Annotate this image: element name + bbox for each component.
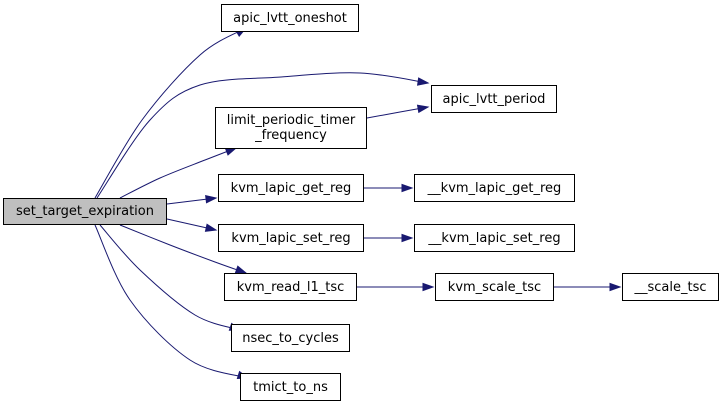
node-label: set_target_expiration — [16, 204, 154, 219]
node-label: __scale_tsc — [634, 279, 707, 295]
node-apic-lvtt-oneshot[interactable]: apic_lvtt_oneshot — [221, 4, 359, 32]
node-underscore-kvm-lapic-set-reg[interactable]: __kvm_lapic_set_reg — [414, 224, 575, 252]
edge-set-target-expiration-to-kvm-lapic-set-reg — [166, 218, 218, 232]
node-label: nsec_to_cycles — [242, 330, 339, 346]
node-label: apic_lvtt_oneshot — [233, 10, 347, 26]
node-label: kvm_lapic_get_reg — [230, 180, 352, 196]
edge-set-target-expiration-to-apic-lvtt-period — [96, 72, 430, 199]
node-label: kvm_lapic_set_reg — [231, 230, 351, 246]
node-kvm-scale-tsc[interactable]: kvm_scale_tsc — [435, 273, 554, 301]
edge-line — [119, 224, 247, 274]
node-underscore-kvm-lapic-get-reg[interactable]: __kvm_lapic_get_reg — [414, 174, 575, 202]
edge-kvm-lapic-get-reg-to-underscore-kvm-lapic-get-reg — [364, 183, 414, 193]
node-limit-periodic-timer-frequency[interactable]: limit_periodic_timer _frequency — [215, 107, 367, 149]
node-label: kvm_read_l1_tsc — [236, 279, 345, 295]
node-nsec-to-cycles[interactable]: nsec_to_cycles — [231, 324, 350, 352]
node-set-target-expiration[interactable]: set_target_expiration — [3, 198, 167, 225]
arrowhead — [609, 282, 622, 292]
node-kvm-lapic-get-reg[interactable]: kvm_lapic_get_reg — [218, 174, 364, 202]
edge-line — [94, 224, 249, 379]
arrowhead — [204, 223, 218, 232]
node-label-line-2: _frequency — [255, 128, 327, 143]
arrowhead — [401, 183, 414, 193]
node-apic-lvtt-period[interactable]: apic_lvtt_period — [431, 85, 557, 113]
arrowhead — [224, 147, 238, 156]
edge-line — [99, 224, 241, 331]
node-kvm-read-l1-tsc[interactable]: kvm_read_l1_tsc — [224, 273, 357, 301]
edge-line — [119, 147, 237, 199]
arrowhead — [416, 104, 430, 114]
edge-line — [96, 72, 429, 199]
node-label: __kvm_lapic_set_reg — [428, 230, 561, 246]
node-label: apic_lvtt_period — [442, 91, 546, 107]
arrowhead — [422, 282, 435, 292]
node-label: __kvm_lapic_get_reg — [427, 180, 562, 196]
node-underscore-scale-tsc[interactable]: __scale_tsc — [622, 273, 719, 301]
node-tmict-to-ns[interactable]: tmict_to_ns — [240, 373, 341, 401]
arrowhead — [205, 194, 218, 204]
edge-set-target-expiration-to-kvm-lapic-get-reg — [166, 194, 218, 205]
node-label: tmict_to_ns — [253, 379, 328, 395]
node-kvm-lapic-set-reg[interactable]: kvm_lapic_set_reg — [218, 224, 364, 252]
edge-limit-periodic-timer-frequency-to-apic-lvtt-period — [366, 104, 430, 119]
edge-kvm-lapic-set-reg-to-underscore-kvm-lapic-set-reg — [363, 233, 414, 243]
edge-line — [94, 27, 247, 199]
edge-kvm-read-l1-tsc-to-kvm-scale-tsc — [357, 282, 435, 292]
arrowhead — [401, 233, 414, 243]
node-label: kvm_scale_tsc — [447, 279, 542, 295]
arrowhead — [416, 77, 430, 86]
edge-kvm-scale-tsc-to-underscore-scale-tsc — [554, 282, 622, 292]
node-label-line-1: limit_periodic_timer — [226, 113, 356, 128]
